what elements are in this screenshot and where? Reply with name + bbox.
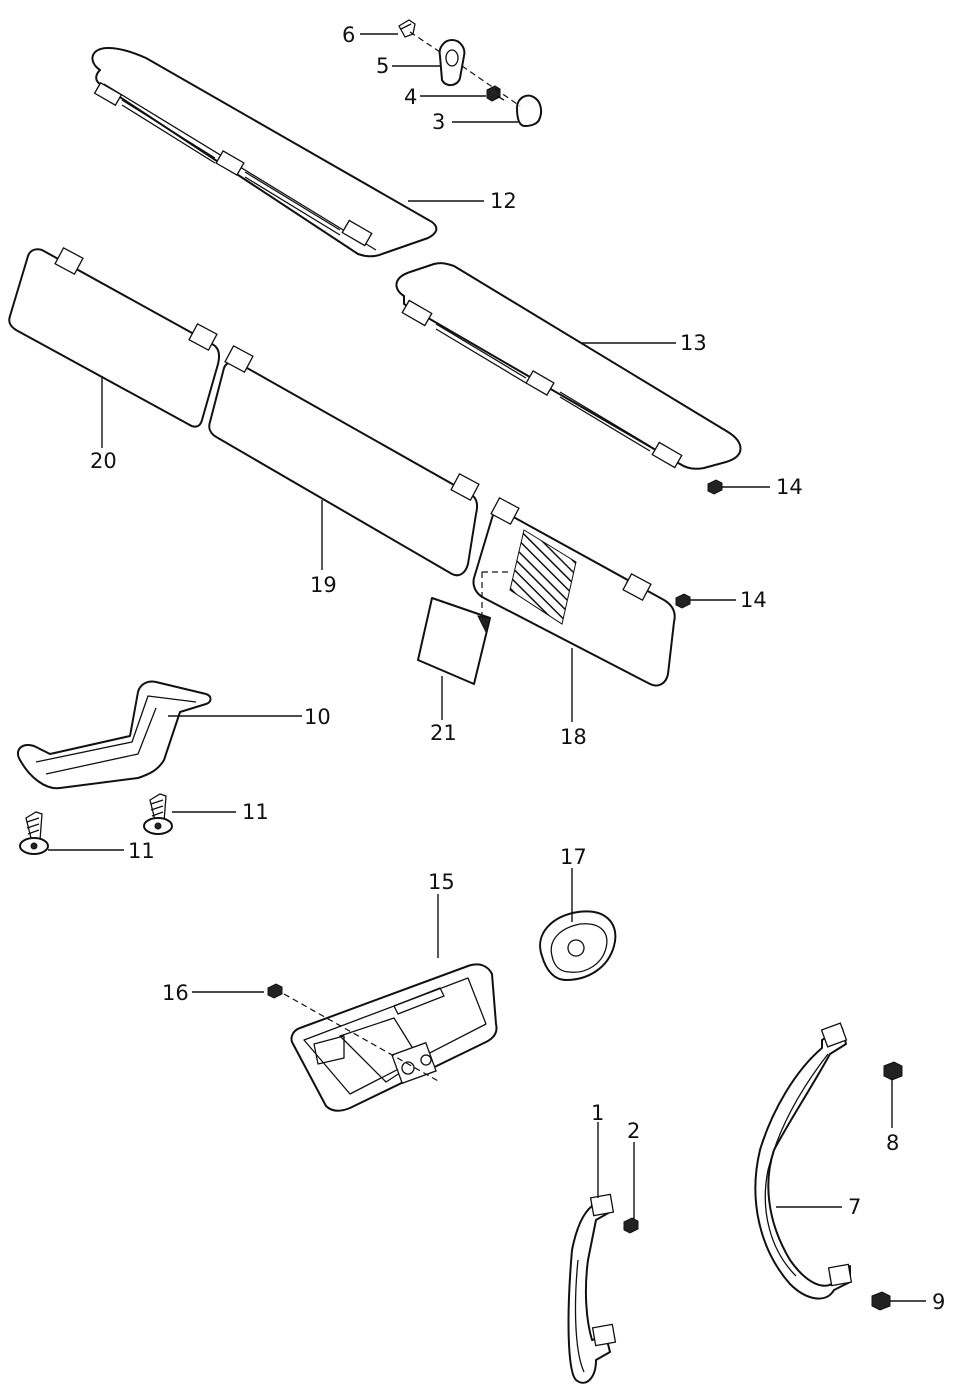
callout-6: 6 [342,23,355,47]
screw-part-14-lower [675,593,691,609]
mirror-film-part-21 [417,597,491,685]
callout-12: 12 [490,189,517,213]
callout-7: 7 [848,1195,861,1219]
callout-19: 19 [310,573,337,597]
housing-part-15 [290,963,498,1112]
callout-14-lower: 14 [740,588,767,612]
visor-part-20 [8,247,221,428]
visor-part-19 [208,345,480,577]
screw-part-4 [486,85,505,102]
callout-10: 10 [304,705,331,729]
cover-part-17 [539,910,617,981]
handle-part-10 [16,680,212,790]
grab-bar-part-7 [754,1022,853,1300]
callout-1: 1 [591,1101,604,1125]
callout-16: 16 [162,981,189,1005]
callout-8: 8 [886,1131,899,1155]
callout-15: 15 [428,870,455,894]
callout-3: 3 [432,110,445,134]
screw-part-14-upper [707,479,723,495]
callout-21: 21 [430,721,457,745]
callout-4: 4 [404,85,417,109]
screw-part-16 [267,983,283,999]
visor-part-12 [91,47,438,258]
cap-part-3 [516,94,543,127]
callout-11-lower: 11 [128,839,155,863]
callout-17: 17 [560,845,587,869]
screw-part-2 [623,1217,639,1234]
callout-2: 2 [627,1119,640,1143]
screw-part-11-lower [19,811,49,855]
bracket-part-5 [438,39,466,86]
screw-part-11-upper [143,793,173,835]
visor-part-18 [472,497,676,687]
grab-bar-part-1 [567,1193,617,1384]
callout-5: 5 [376,54,389,78]
screw-part-9 [871,1291,891,1311]
callout-18: 18 [560,725,587,749]
leader-lines [48,33,926,1302]
callout-11-upper: 11 [242,800,269,824]
callout-13: 13 [680,331,707,355]
callout-9: 9 [932,1290,945,1314]
callout-14-upper: 14 [776,475,803,499]
callout-20: 20 [90,449,117,473]
screw-part-8 [883,1061,903,1081]
visor-part-13 [395,262,742,470]
callout-labels: 1 2 3 4 5 6 7 8 9 10 11 11 12 13 14 14 1… [90,23,945,1314]
